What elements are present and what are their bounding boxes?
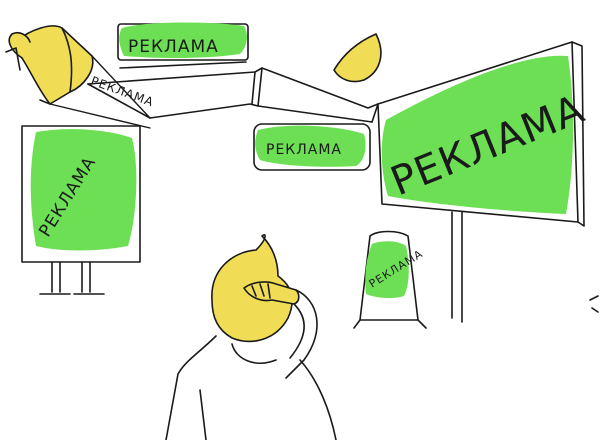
- hanging-sign: РЕКЛАМА: [253, 123, 371, 171]
- yellow-leaf: [333, 33, 382, 83]
- megaphone-icon: [5, 25, 94, 105]
- top-banner: РЕКЛАМА: [117, 22, 249, 61]
- ceiling-structure: [87, 61, 379, 123]
- phone-icon: РЕКЛАМА: [353, 230, 427, 329]
- megaphone-ray: [49, 103, 151, 129]
- hanging-sign-text: РЕКЛАМА: [266, 142, 342, 158]
- megaphone-ray: [91, 55, 151, 119]
- top-banner-text: РЕКЛАМА: [128, 37, 219, 57]
- stray-marks: [589, 295, 599, 313]
- person-head: [165, 234, 337, 440]
- megaphone-caption: РЕКЛАМА: [89, 74, 156, 110]
- billboard: РЕКЛАМА: [377, 41, 591, 323]
- left-screen: РЕКЛАМА: [21, 125, 141, 295]
